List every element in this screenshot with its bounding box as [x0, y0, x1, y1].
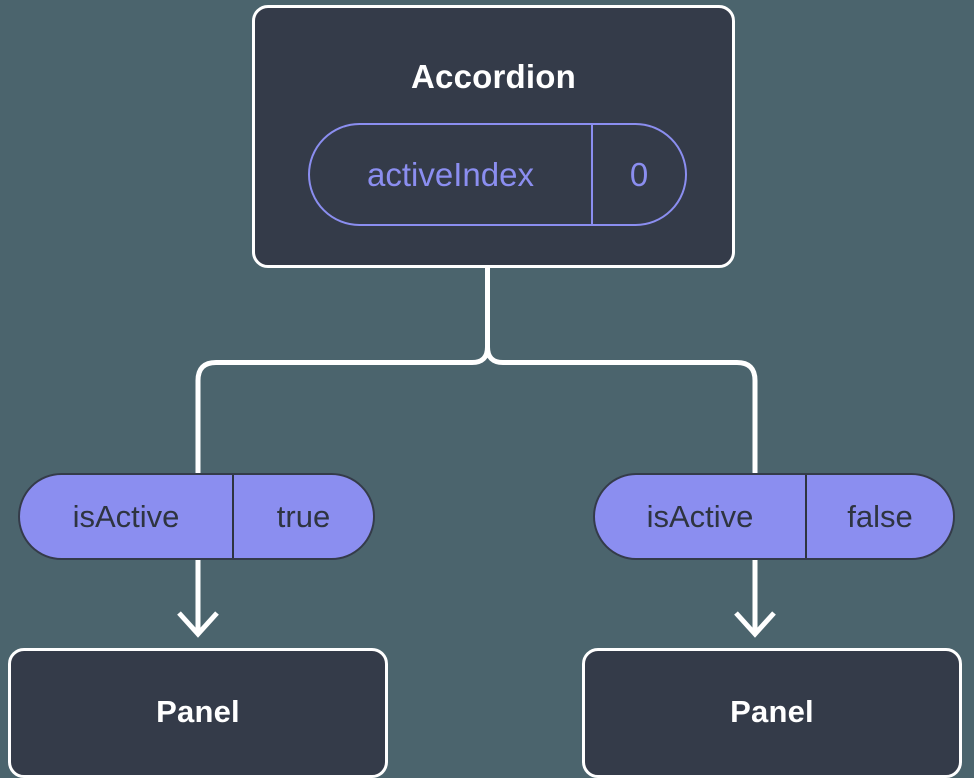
activeindex-state-badge[interactable]: activeIndex 0 — [308, 123, 687, 226]
panel-node-left-title: Panel — [156, 694, 240, 729]
activeindex-badge-value: 0 — [629, 155, 649, 193]
panel-node-left[interactable]: Panel — [8, 648, 388, 778]
activeindex-badge-key: activeIndex — [367, 155, 534, 193]
isactive-false-badge-value: false — [847, 498, 913, 534]
panel-node-right[interactable]: Panel — [582, 648, 962, 778]
connector-fork-left — [195, 346, 490, 473]
isactive-false-badge[interactable]: isActive false — [593, 473, 955, 560]
arrowhead-left — [177, 611, 219, 638]
activeindex-badge-divider — [591, 125, 593, 224]
isactive-false-badge-divider — [805, 475, 807, 558]
accordion-node-title: Accordion — [411, 58, 576, 95]
isactive-true-badge[interactable]: isActive true — [18, 473, 375, 560]
isactive-true-badge-key: isActive — [72, 498, 180, 534]
isactive-true-badge-divider — [232, 475, 234, 558]
arrowhead-right — [734, 611, 776, 638]
connector-fork-right — [485, 346, 758, 473]
isactive-true-badge-value: true — [276, 498, 331, 534]
panel-node-right-title: Panel — [730, 694, 814, 729]
isactive-false-badge-key: isActive — [646, 498, 754, 534]
accordion-node[interactable]: Accordion activeIndex 0 — [252, 5, 735, 268]
